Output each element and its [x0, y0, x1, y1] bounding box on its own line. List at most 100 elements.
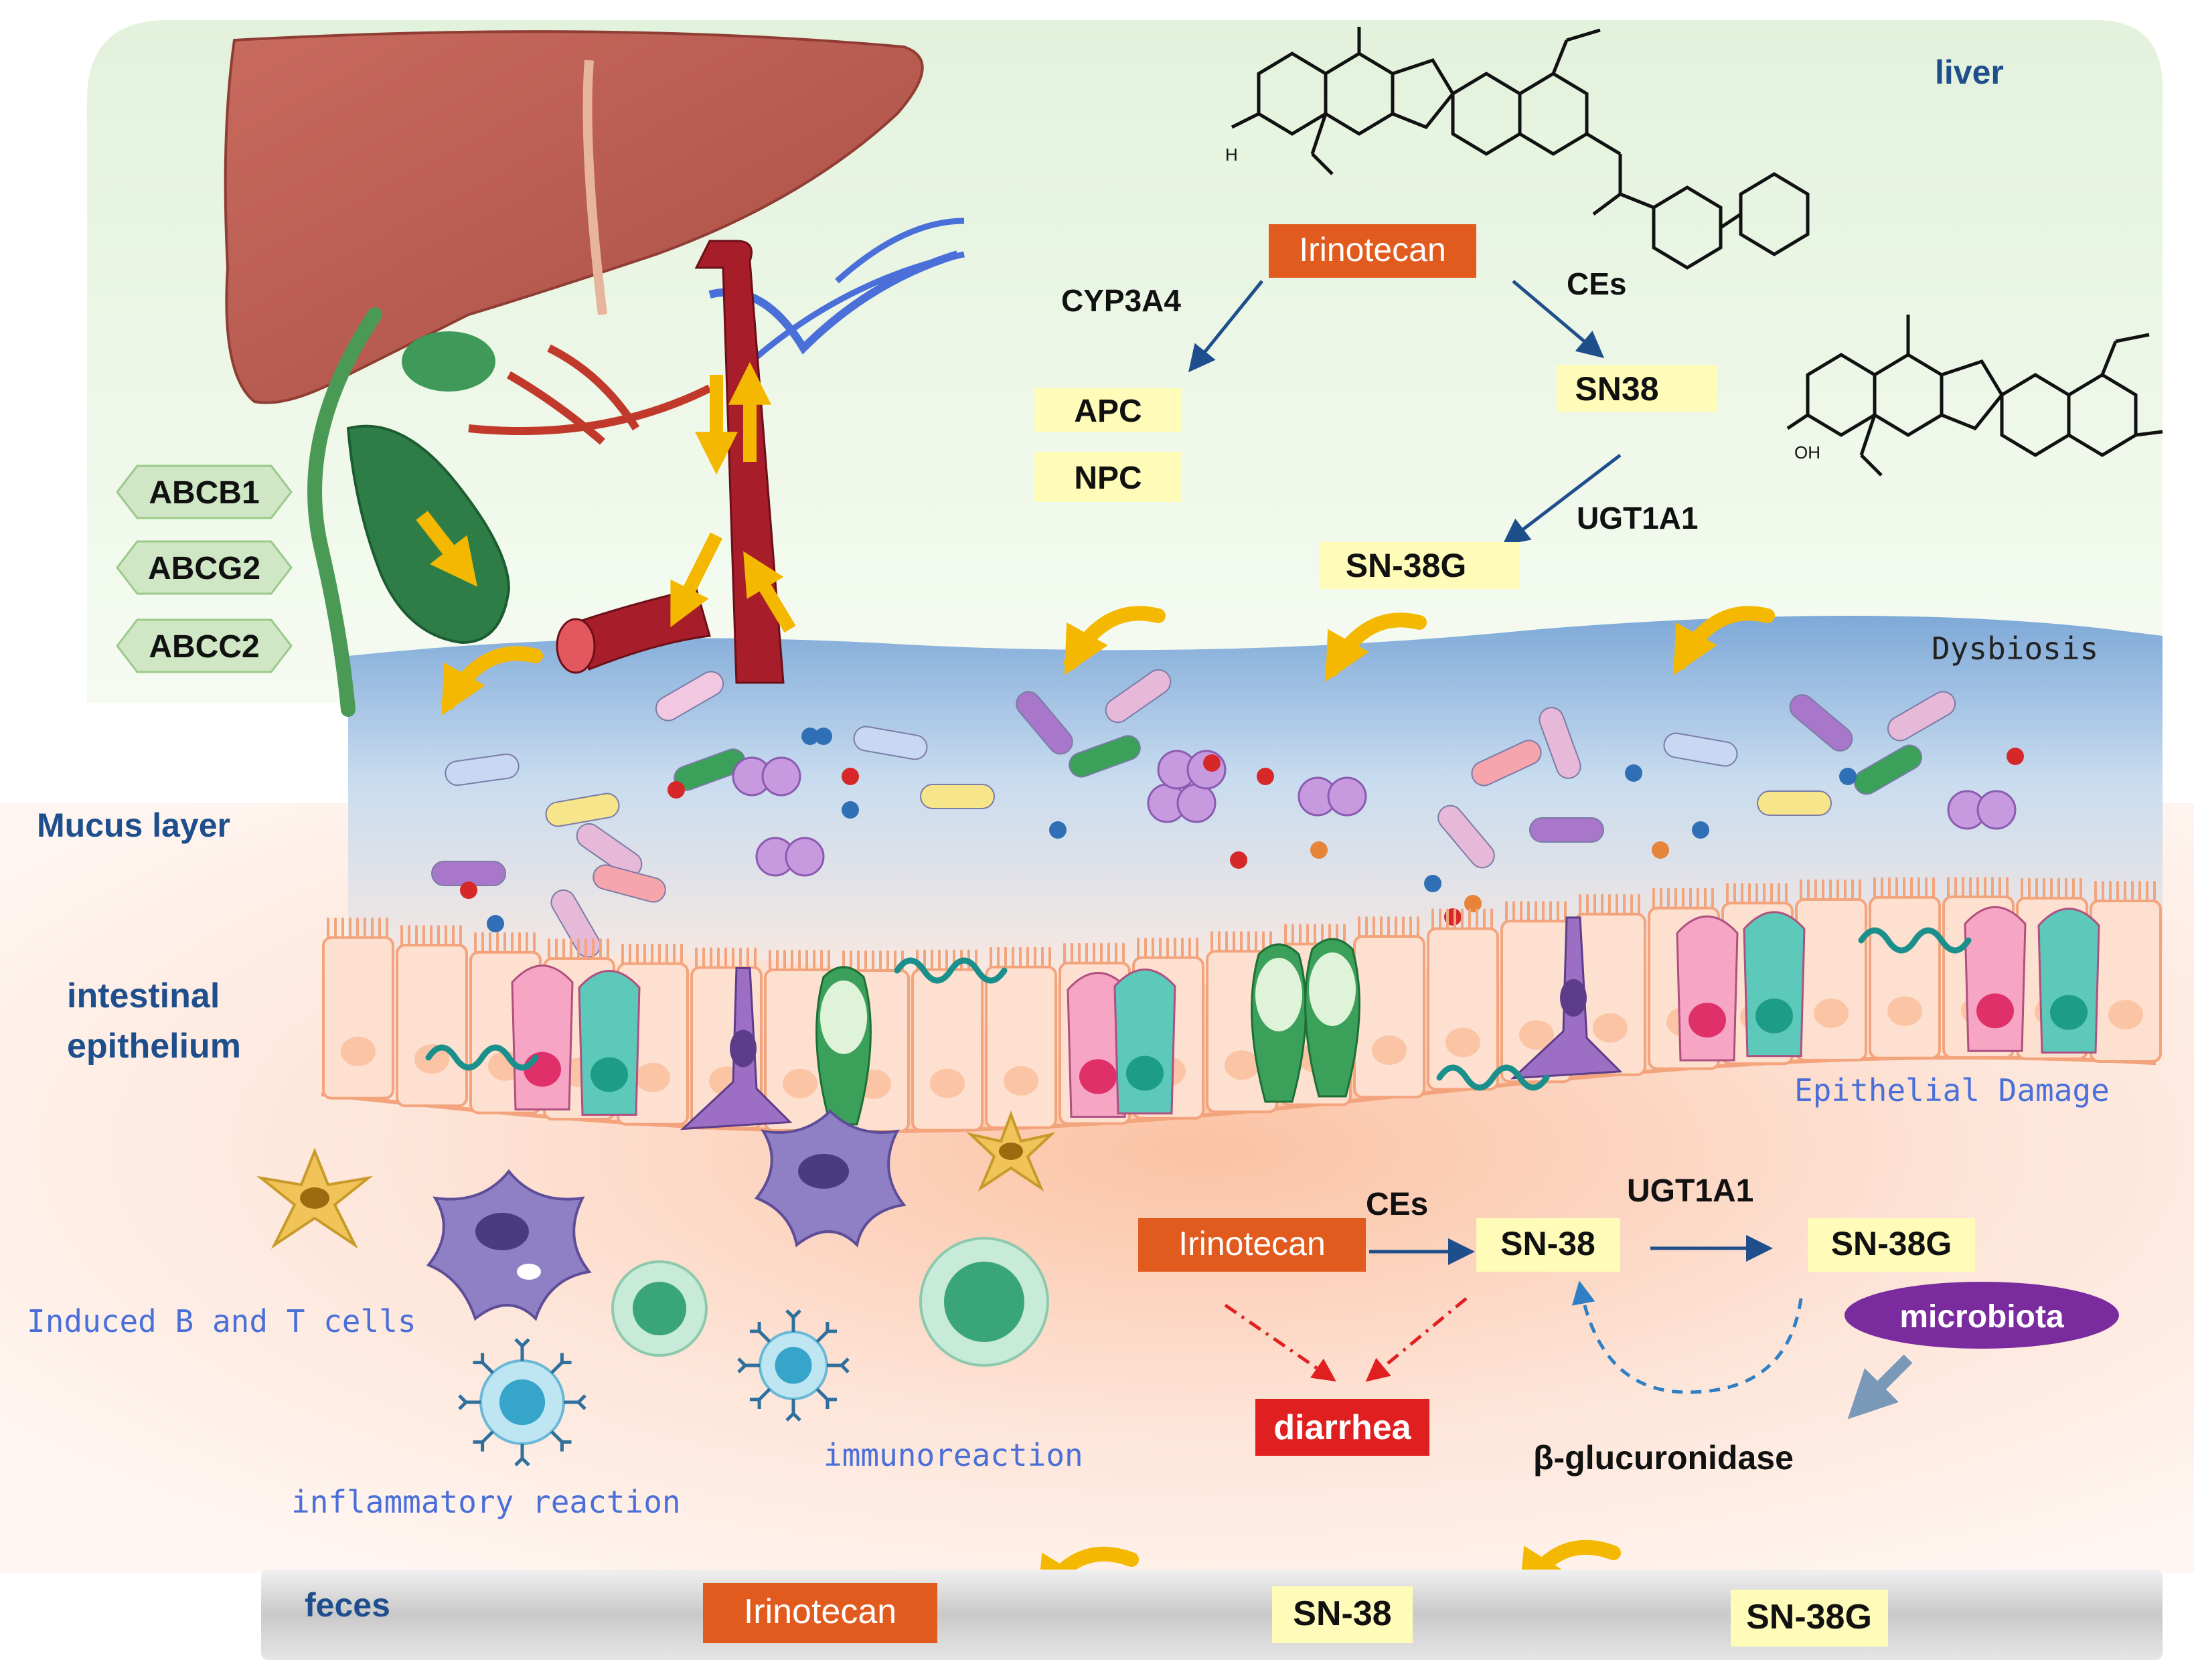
hepatic-vein-branches [734, 218, 965, 377]
liver-ces-label: CEs [1567, 266, 1626, 301]
bacterium-rod [576, 823, 643, 877]
specialized-epithelial-cell [2037, 908, 2100, 1054]
microbiota-label: microbiota [1899, 1299, 2064, 1335]
epithelium-label-line1: intestinal [67, 977, 220, 1015]
metabolite-particle [668, 781, 685, 799]
tight-junction-strand [1436, 1064, 1550, 1091]
lymphocyte-green-2 [919, 1237, 1049, 1367]
liver-ugt1a1-label: UGT1A1 [1577, 501, 1698, 535]
metabolite-particle [1692, 821, 1709, 839]
specialized-epithelial-cell [1067, 972, 1129, 1118]
bacterium-rod [853, 726, 928, 760]
gut-irinotecan-box [1138, 1218, 1366, 1272]
metabolite-particle [1424, 875, 1441, 892]
gut-irinotecan-label: Irinotecan [1178, 1225, 1326, 1262]
liver-sn38g-box [1319, 542, 1520, 589]
specialized-epithelial-cell [1964, 906, 2027, 1052]
arrow-microbiota-to-enzyme [1847, 1354, 1913, 1420]
goblet-cell [1251, 943, 1307, 1103]
arrow-irinotecan-to-diarrhea [1224, 1303, 1336, 1381]
liver-ligament [582, 60, 607, 315]
release-arrow-3 [1325, 612, 1427, 682]
irinotecan-structure [1231, 27, 1810, 270]
sn38-structure [1786, 315, 2163, 477]
bacterium-rod [445, 753, 520, 786]
bacterium-rod [1663, 732, 1738, 767]
bacterium-rod [1539, 707, 1581, 779]
epithelial-cell [1869, 877, 1941, 1060]
mucus-layer-label: Mucus layer [37, 807, 230, 844]
metabolite-particle [1652, 841, 1669, 859]
bacterium-coccus-pair [1147, 783, 1217, 823]
tight-junction-strand [1858, 927, 1972, 954]
gut-sn38-label: SN-38 [1500, 1225, 1595, 1262]
metabolite-particle [1839, 768, 1857, 785]
epithelial-cell [2090, 880, 2162, 1063]
metabolite-particle [1230, 851, 1247, 869]
bacterium-rod [1529, 817, 1604, 843]
metabolite-particle [1203, 754, 1221, 772]
diarrhea-label: diarrhea [1273, 1408, 1411, 1447]
bacterium-coccus-pair [732, 756, 801, 796]
specialized-epithelial-cell [1676, 915, 1739, 1062]
transporter-label: ABCB1 [149, 475, 259, 511]
feces-band: feces Irinotecan SN-38 SN-38G [261, 1570, 2163, 1660]
sn38-structure-oh-label: OH [1794, 442, 1820, 463]
gut-sn38g-box [1808, 1218, 1975, 1272]
npc-box [1034, 452, 1182, 502]
arrow-irinotecan-to-sn38 [1512, 280, 1605, 359]
bacterium-rod [1105, 669, 1172, 724]
metabolite-particle [842, 768, 859, 785]
dendritic-cell-yellow-2 [966, 1110, 1056, 1192]
microbes [431, 669, 2024, 958]
feces-irinotecan-box [703, 1583, 937, 1643]
gut-ces-label: CEs [1366, 1187, 1428, 1222]
metabolite-particle [815, 728, 832, 745]
release-arrow-2 [1064, 606, 1166, 675]
bacterium-rod [1757, 790, 1832, 816]
bacterium-coccus-pair [755, 837, 825, 877]
gut-sn38g-label: SN-38G [1831, 1225, 1952, 1262]
liver-sn38-label: SN38 [1575, 370, 1658, 408]
goblet-cell [815, 966, 872, 1126]
liver-sn38-box [1557, 365, 1717, 412]
mucus-layer-band [348, 616, 2163, 984]
bacterium-rod [920, 784, 995, 809]
backgrounds [0, 20, 2194, 1573]
macrophage-purple-1 [426, 1169, 592, 1321]
arrow-irinotecan-to-apc [1188, 280, 1263, 373]
bacterium-rod [1789, 694, 1853, 752]
gut-metabolism: Irinotecan CEs SN-38 UGT1A1 SN-38G micro… [1138, 1173, 2119, 1477]
metabolite-particle [2007, 748, 2024, 765]
tuft-cell [1510, 916, 1623, 1080]
immune-cells [256, 1109, 1056, 1466]
induced-cells-label: Induced B and T cells [27, 1303, 416, 1339]
apc-box [1034, 388, 1182, 432]
inflammatory-reaction-label: inflammatory reaction [291, 1484, 681, 1520]
bile-flow-arrow-1 [416, 511, 477, 587]
metabolite-particle [460, 881, 477, 899]
tuft-cell [680, 967, 793, 1130]
metabolite-particle [801, 728, 819, 745]
metabolite-particle [1257, 768, 1274, 785]
cyp3a4-label: CYP3A4 [1061, 283, 1181, 318]
liver-irinotecan-label: Irinotecan [1299, 231, 1446, 268]
region-labels: liver Dysbiosis Mucus layer intestinal e… [27, 54, 2110, 1520]
metabolite-particle [1625, 764, 1642, 782]
gut-ugt1a1-label: UGT1A1 [1627, 1173, 1753, 1209]
bacterium-rod [1887, 691, 1956, 742]
intestinal-epithelium [321, 877, 2162, 1134]
bacterium-rod [545, 792, 620, 827]
feces-sn38g-label: SN-38G [1746, 1598, 1872, 1636]
vessel-opening [556, 618, 596, 674]
npc-label: NPC [1074, 460, 1142, 496]
feces-irinotecan-label: Irinotecan [744, 1592, 896, 1631]
epithelial-cell [911, 949, 984, 1132]
liver-sn38g-label: SN-38G [1346, 547, 1467, 584]
dendritic-cell-yellow-1 [256, 1147, 374, 1249]
specialized-epithelial-cell [1743, 911, 1806, 1058]
specialized-epithelial-cell [578, 970, 641, 1116]
irinotecan-structure-h-label: H [1225, 145, 1238, 165]
metabolite-particle [1464, 895, 1482, 912]
